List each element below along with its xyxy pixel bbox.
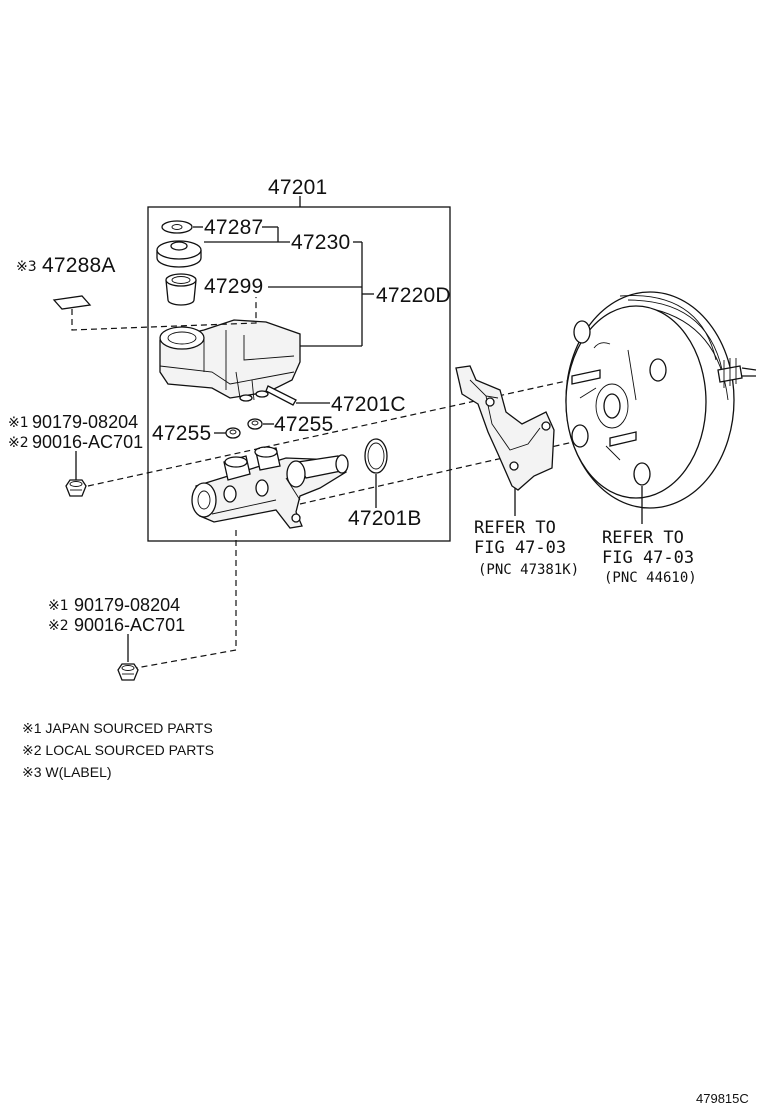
- part-47299[interactable]: 47299: [204, 275, 263, 298]
- part-47201c[interactable]: 47201C: [331, 393, 406, 416]
- part-47255-left[interactable]: 47255: [152, 422, 211, 445]
- part-47255-right[interactable]: 47255: [274, 413, 333, 436]
- mark-3: ※3: [16, 259, 37, 275]
- ref-bracket-line1: REFER TO: [474, 518, 556, 538]
- ref-bracket-line3: (PNC 47381K): [478, 562, 579, 578]
- part-47220d[interactable]: 47220D: [376, 284, 451, 307]
- ref-booster-line2: FIG 47-03: [602, 548, 694, 568]
- part-47288a[interactable]: 47288A: [42, 254, 116, 277]
- part-47201[interactable]: 47201: [268, 176, 327, 199]
- pin-47201c-icon: [265, 385, 297, 406]
- brake-booster-icon: [565, 291, 757, 509]
- part-90179-08204-upper[interactable]: 90179-08204: [32, 412, 138, 432]
- part-90016-ac701-lower[interactable]: 90016-AC701: [74, 615, 185, 635]
- note-local-sourced: ※2 LOCAL SOURCED PARTS: [22, 742, 214, 758]
- ref-bracket-line2: FIG 47-03: [474, 538, 566, 558]
- strainer-47299-icon: [165, 273, 197, 306]
- reservoir-tank-icon: [159, 319, 301, 402]
- note-label: ※3 W(LABEL): [22, 764, 112, 780]
- part-47201b[interactable]: 47201B: [348, 507, 422, 530]
- master-cylinder-icon: [191, 446, 349, 529]
- mark-2-lower: ※2: [48, 618, 69, 634]
- mark-1-upper: ※1: [8, 415, 29, 431]
- part-90179-08204-lower[interactable]: 90179-08204: [74, 595, 180, 615]
- label-47288a-icon: [52, 295, 92, 310]
- mark-1-lower: ※1: [48, 598, 69, 614]
- assembly-box: [147, 206, 451, 542]
- grommet-right-icon: [247, 418, 263, 430]
- nut-upper-icon: [65, 479, 87, 497]
- grommet-left-icon: [225, 427, 241, 439]
- o-ring-47201b-icon: [364, 438, 388, 474]
- part-47230[interactable]: 47230: [291, 231, 350, 254]
- nut-lower-icon: [117, 663, 139, 681]
- reservoir-cap-icon: [156, 240, 202, 268]
- ref-booster-line1: REFER TO: [602, 528, 684, 548]
- gasket-47287-icon: [161, 220, 193, 234]
- figure-code: 479815C: [696, 1091, 749, 1106]
- part-90016-ac701-upper[interactable]: 90016-AC701: [32, 432, 143, 452]
- note-japan-sourced: ※1 JAPAN SOURCED PARTS: [22, 720, 213, 736]
- part-47287[interactable]: 47287: [204, 216, 263, 239]
- bracket-icon: [455, 365, 555, 491]
- ref-booster-line3: (PNC 44610): [604, 570, 697, 586]
- mark-2-upper: ※2: [8, 435, 29, 451]
